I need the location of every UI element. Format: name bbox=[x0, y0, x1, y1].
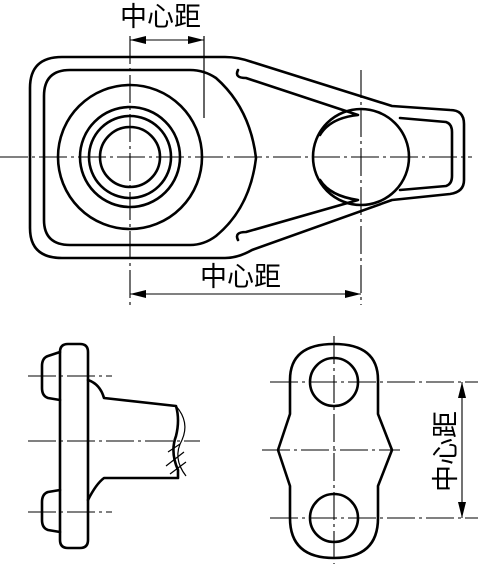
top-lower-dimension-label: 中心距 bbox=[200, 262, 281, 293]
link-dim-arrow-top bbox=[458, 382, 466, 398]
top-outer-outline bbox=[28, 55, 466, 260]
top-web-pocket bbox=[235, 68, 360, 242]
side-break-line bbox=[175, 405, 187, 477]
top-upper-dimension-label: 中心距 bbox=[120, 2, 201, 33]
top-small-end-loop bbox=[398, 116, 454, 192]
link-view: 中心距 bbox=[262, 336, 478, 564]
side-lower-boss bbox=[40, 488, 62, 534]
upper-dim-arrow-left bbox=[130, 36, 146, 44]
lower-dim-arrow-left bbox=[130, 290, 146, 298]
top-view: 中心距 中心距 bbox=[0, 2, 472, 305]
link-outline bbox=[276, 342, 394, 560]
upper-dim-arrow-right bbox=[188, 36, 204, 44]
side-break-hatch bbox=[165, 443, 187, 475]
side-view bbox=[28, 342, 200, 550]
side-upper-boss bbox=[40, 350, 62, 402]
top-inner-rim bbox=[42, 68, 258, 247]
link-dim-arrow-bottom bbox=[458, 502, 466, 518]
side-flange bbox=[58, 342, 90, 550]
side-arm bbox=[86, 378, 180, 502]
lower-dim-arrow-right bbox=[345, 290, 361, 298]
link-dimension-label: 中心距 bbox=[431, 411, 462, 492]
